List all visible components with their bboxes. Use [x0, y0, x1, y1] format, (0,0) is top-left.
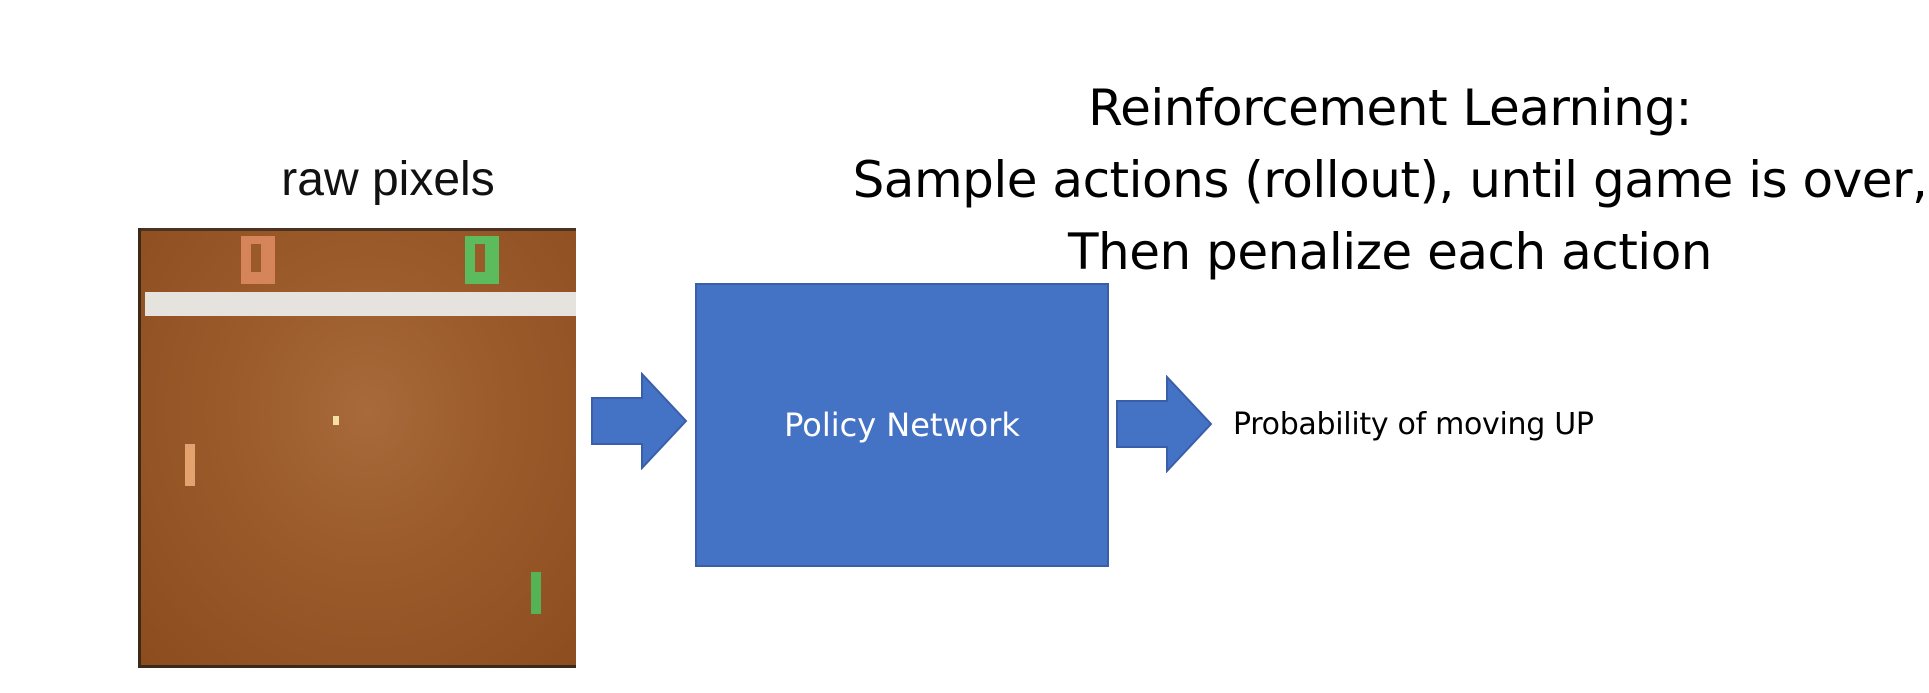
- left-score-digit: [241, 236, 275, 284]
- left-paddle: [185, 444, 195, 486]
- frame-top-edge: [141, 228, 576, 231]
- output-label: Probability of moving UP: [1233, 407, 1594, 442]
- output-arrow-icon: [1116, 375, 1213, 473]
- heading-line-2: Sample actions (rollout), until game is …: [852, 151, 1928, 209]
- input-arrow-icon: [591, 372, 688, 470]
- pong-ball: [333, 416, 339, 425]
- policy-network-box: Policy Network: [695, 283, 1109, 567]
- policy-network-label: Policy Network: [784, 406, 1020, 444]
- top-wall: [145, 292, 576, 316]
- right-paddle: [531, 572, 541, 614]
- raw-pixels-label: raw pixels: [281, 153, 495, 206]
- right-score-digit: [465, 236, 499, 284]
- pong-game-frame: [138, 228, 576, 668]
- slide-heading: Reinforcement Learning: Sample actions (…: [820, 72, 1929, 288]
- heading-line-1: Reinforcement Learning:: [1088, 79, 1692, 137]
- heading-line-3: Then penalize each action: [1068, 223, 1712, 281]
